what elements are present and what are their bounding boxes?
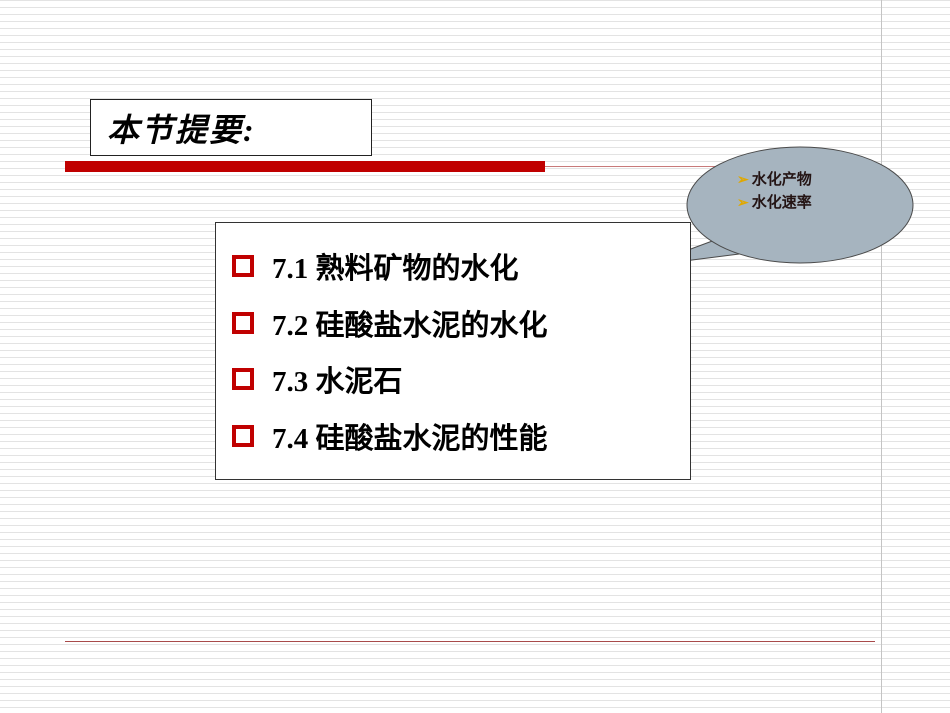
square-bullet-icon (232, 424, 254, 447)
callout-ellipse (686, 146, 914, 264)
square-bullet-icon (232, 311, 254, 334)
footer-divider-line (65, 641, 875, 642)
callout-content: ➢ 水化产物 ➢ 水化速率 (737, 168, 907, 214)
title-box: 本节提要: (90, 99, 372, 156)
arrow-bullet-icon: ➢ (737, 194, 749, 210)
outline-item: 7.3 水泥石 (232, 358, 682, 400)
arrow-bullet-icon: ➢ (737, 171, 749, 187)
callout-item: ➢ 水化速率 (737, 191, 907, 214)
square-bullet-icon (232, 368, 254, 391)
outline-box: 7.1 熟料矿物的水化 7.2 硅酸盐水泥的水化 7.3 水泥石 7.4 硅酸盐… (215, 222, 691, 480)
callout-item: ➢ 水化产物 (737, 168, 907, 191)
outline-item: 7.2 硅酸盐水泥的水化 (232, 302, 682, 344)
square-bullet-icon (232, 255, 254, 278)
outline-item: 7.4 硅酸盐水泥的性能 (232, 415, 682, 457)
outline-item-label: 7.1 熟料矿物的水化 (272, 253, 519, 286)
outline-item: 7.1 熟料矿物的水化 (232, 245, 682, 287)
outline-item-label: 7.4 硅酸盐水泥的性能 (272, 422, 548, 455)
right-margin-line (881, 0, 882, 713)
page-title: 本节提要: (107, 111, 256, 148)
outline-item-label: 7.3 水泥石 (272, 366, 403, 399)
accent-bar (65, 161, 545, 172)
outline-item-label: 7.2 硅酸盐水泥的水化 (272, 309, 548, 342)
callout-item-label: 水化速率 (751, 194, 812, 211)
callout-item-label: 水化产物 (751, 171, 812, 188)
